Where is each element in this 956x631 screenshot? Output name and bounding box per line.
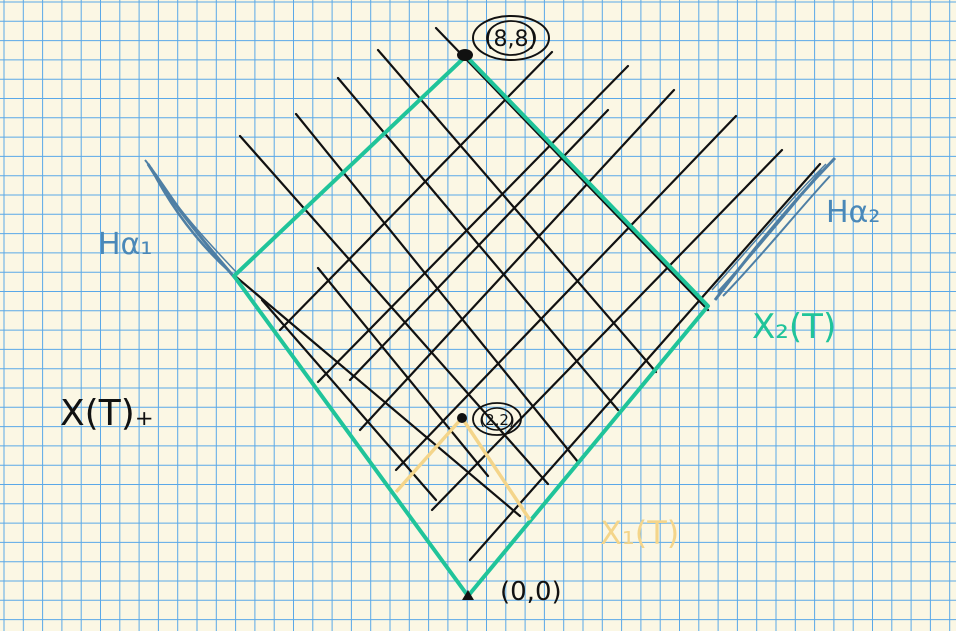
lattice-line-descending [316,266,490,478]
lattice-line-ascending [316,64,630,384]
lattice-lines [232,26,822,562]
lattice-line-ascending [358,88,676,432]
lattice-line-descending [260,298,438,502]
lattice-line-ascending [394,114,738,472]
x-t-plus-label: X(T)₊ [60,393,154,434]
lattice-line-descending [376,48,658,374]
lattice-line-ascending [430,148,784,512]
x2-region-label: X₂(T) [752,307,836,347]
lattice-line-descending [238,134,550,486]
lattice-line-descending [233,274,522,518]
hyperplane-alpha1-hatch [144,159,239,279]
hyperplane-alpha2-hatch [711,156,837,301]
lattice-line-descending [434,26,710,312]
origin-label: (0,0) [500,577,562,607]
point-8-8-dot [457,49,473,61]
point-8-8-inner-circle [486,20,536,56]
point-2-2-dot [457,413,467,423]
lattice-line-ascending [348,108,610,382]
top-point-label: (8,8) [485,27,537,52]
point-2-2-circle [472,402,522,436]
point-8-8-circle [472,15,550,61]
x1-region-label: X₁(T) [600,514,679,552]
point-2-2-inner-circle [481,407,513,431]
h-alpha2-label: Hα₂ [826,195,880,230]
lattice-line-ascending [468,162,822,562]
mid-point-label: (2,2) [479,411,515,429]
h-alpha1-label: Hα₁ [98,227,152,262]
origin-dot [462,590,474,600]
